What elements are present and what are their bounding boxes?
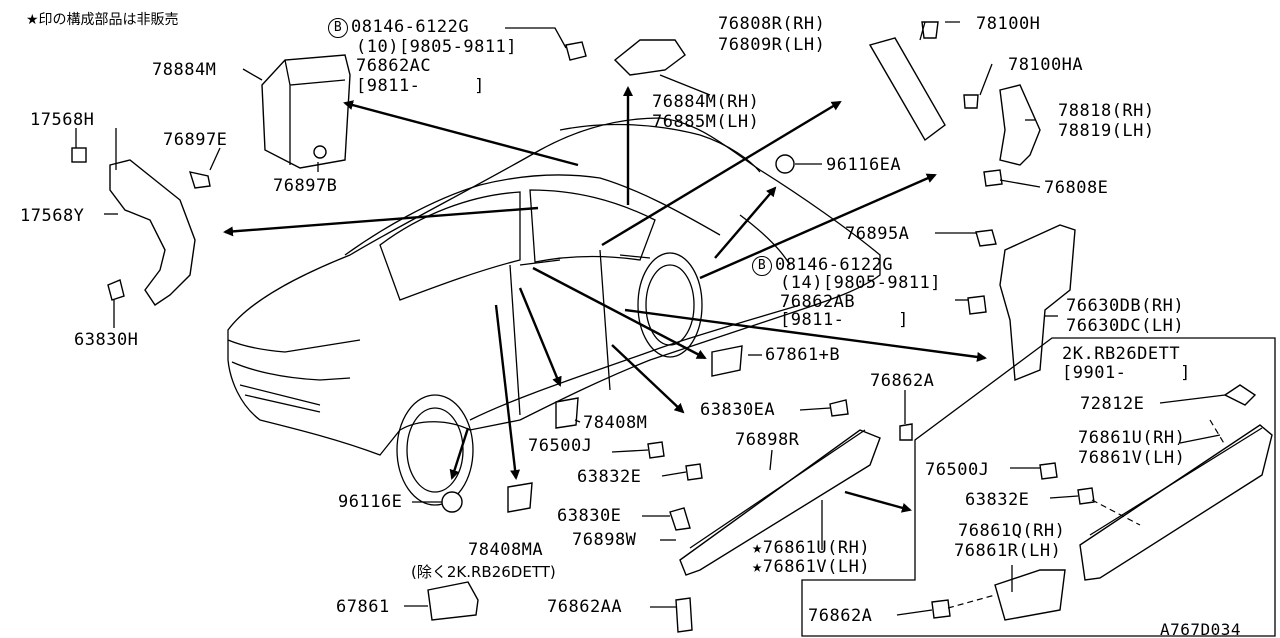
label-76861Q: 76861Q(RH) [958, 521, 1066, 541]
bolt-symbol-icon: B [328, 18, 348, 38]
label-76897E: 76897E [163, 130, 228, 150]
label-76861U-a: 76861U(RH) [1078, 428, 1186, 448]
label-96116EA: 96116EA [826, 155, 902, 175]
car-body [227, 117, 881, 506]
label-63832E-b: 63832E [965, 490, 1030, 510]
label-76809R: 76809R(LH) [718, 35, 826, 55]
label-76884M: 76884M(RH) [652, 92, 760, 112]
label-76898R: 76898R [735, 430, 800, 450]
label-76895A: 76895A [845, 224, 910, 244]
label-76861R: 76861R(LH) [954, 541, 1062, 561]
label-17568H: 17568H [30, 110, 95, 130]
label-78100HA: 78100HA [1008, 55, 1084, 75]
leader-lines [75, 21, 1226, 616]
label-72812E: 72812E [1080, 394, 1145, 414]
label-08146-a-qty: (10)[9805-9811] [356, 37, 518, 57]
part-shapes [71, 21, 1273, 633]
label-76808R: 76808R(RH) [718, 14, 826, 34]
label-78818: 78818(RH) [1058, 101, 1155, 121]
label-76500J-b: 76500J [925, 460, 990, 480]
label-63830EA: 63830EA [700, 400, 776, 420]
label-76862AA: 76862AA [547, 597, 623, 617]
label-96116E: 96116E [338, 492, 403, 512]
label-76861V-b: ★76861V(LH) [752, 557, 871, 577]
label-76630DB: 76630DB(RH) [1066, 296, 1185, 316]
label-08146-b-qty: (14)[9805-9811] [780, 273, 942, 293]
label-76885M: 76885M(LH) [652, 112, 760, 132]
label-76898W: 76898W [572, 530, 637, 550]
label-76862A-top: 76862A [870, 371, 935, 391]
label-78408MA: 78408MA [468, 540, 544, 560]
bolt-symbol-icon: B [752, 256, 772, 276]
label-17568Y: 17568Y [20, 206, 85, 226]
label-76897B: 76897B [273, 176, 338, 196]
label-9811-a: [9811- ] [356, 76, 485, 96]
label-76861V-a: 76861V(LH) [1078, 448, 1186, 468]
diagram-code: A767D034 [1160, 620, 1242, 638]
non-sale-note: ★印の構成部品は非販売 [26, 12, 179, 28]
label-9901: [9901- ] [1062, 363, 1191, 383]
label-67861B: 67861+B [765, 345, 841, 365]
label-76500J-a: 76500J [528, 436, 593, 456]
label-78884M: 78884M [152, 60, 217, 80]
callout-arrows [223, 86, 987, 513]
label-63830E: 63830E [557, 506, 622, 526]
label-63830H: 63830H [74, 330, 139, 350]
label-08146-b-number: 08146-6122G [775, 255, 894, 275]
label-exc-2k-rb26dett: (除く2K.RB26DETT) [411, 563, 556, 581]
label-78408M: 78408M [583, 413, 648, 433]
label-76861U-b: ★76861U(RH) [752, 538, 871, 558]
label-76862AC: 76862AC [356, 56, 432, 76]
label-76630DC: 76630DC(LH) [1066, 316, 1185, 336]
variant-box-outline [801, 337, 1276, 637]
label-78100H: 78100H [976, 14, 1041, 34]
label-76862A-bot: 76862A [808, 606, 873, 626]
label-76862AB: 76862AB [780, 292, 856, 312]
label-08146-a-number: 08146-6122G [351, 17, 470, 37]
label-78819: 78819(LH) [1058, 121, 1155, 141]
label-2k-rb26dett: 2K.RB26DETT [1062, 344, 1181, 364]
label-63832E-a: 63832E [577, 467, 642, 487]
label-9811-b: [9811- ] [780, 310, 909, 330]
label-76808E: 76808E [1044, 178, 1109, 198]
label-67861: 67861 [336, 597, 390, 617]
